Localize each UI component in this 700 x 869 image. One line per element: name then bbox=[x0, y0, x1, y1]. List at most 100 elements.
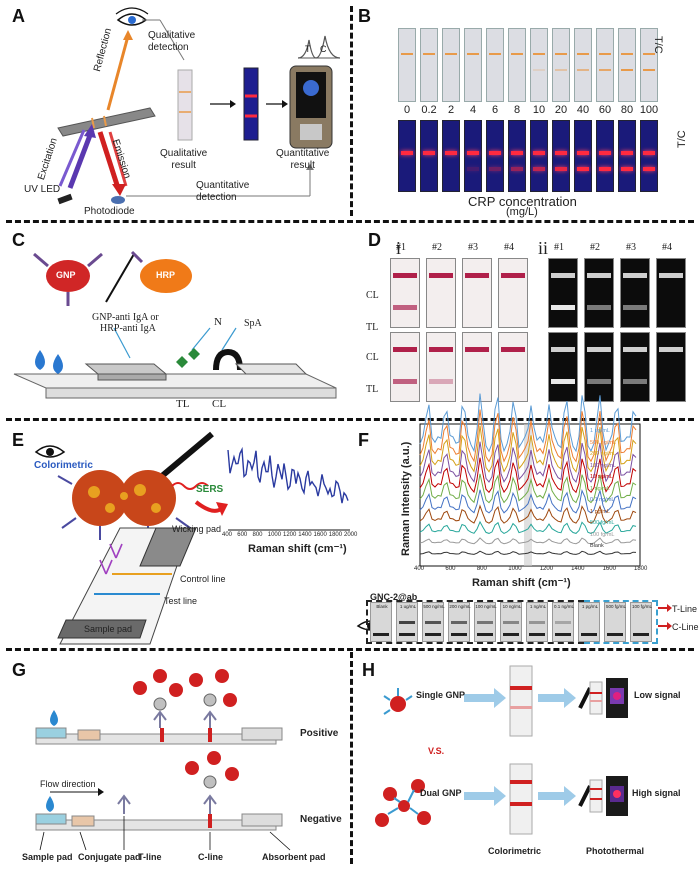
b-control-line bbox=[599, 53, 611, 55]
f-strip-label: 1 ng/mL bbox=[529, 604, 547, 609]
f-xtick: 1600 bbox=[602, 566, 616, 572]
e-xtick: 1600 bbox=[313, 532, 327, 538]
f-series-line bbox=[419, 550, 637, 555]
f-strip-label: 1 pg/mL bbox=[581, 604, 599, 609]
panel-label-c: C bbox=[12, 230, 25, 250]
f-xtick: 1800 bbox=[634, 566, 648, 572]
d-control-line bbox=[465, 347, 489, 352]
panel-d-strips-i: #1#2#3#4 bbox=[390, 240, 535, 410]
f-strip: Blank bbox=[370, 602, 392, 642]
b-control-line bbox=[445, 53, 457, 55]
f-legend-entry: 500 fg/mL bbox=[590, 520, 615, 526]
d-control-line bbox=[659, 347, 683, 352]
f-series-line bbox=[419, 393, 637, 453]
b-blue-strip bbox=[508, 120, 526, 192]
b-control-line bbox=[621, 53, 633, 55]
b-test-line bbox=[643, 69, 655, 71]
b-blue-strip bbox=[530, 120, 548, 192]
f-c-line bbox=[451, 633, 467, 636]
f-series-line bbox=[419, 488, 637, 514]
b-blue-strip bbox=[464, 120, 482, 192]
d-dark-strip bbox=[584, 332, 614, 402]
divider-col-1 bbox=[350, 6, 353, 216]
b-red-test-line bbox=[467, 167, 479, 171]
vs-label: V.S. bbox=[428, 746, 445, 756]
positive-label: Positive bbox=[300, 728, 339, 739]
qualitative-result-label: Qualitative result bbox=[160, 148, 208, 171]
b-blue-strip bbox=[442, 120, 460, 192]
f-legend-entry: 10 ng/mL bbox=[590, 474, 613, 480]
f-series-line bbox=[419, 537, 637, 545]
f-t-line bbox=[503, 621, 519, 624]
f-legend-entry: 500 ng/mL bbox=[590, 439, 616, 446]
d-control-line bbox=[623, 347, 647, 352]
b-white-strip bbox=[618, 28, 636, 102]
d-test-line bbox=[587, 379, 611, 384]
quantitative-detection-label: Quantitative detection bbox=[196, 180, 250, 203]
d-strip-id: #4 bbox=[504, 242, 514, 253]
f-xtick: 400 bbox=[414, 566, 425, 572]
f-series-line bbox=[419, 520, 637, 534]
wicking-pad-label: Wicking pad bbox=[172, 524, 222, 534]
negative-label: Negative bbox=[300, 814, 342, 825]
d-strip-id: #3 bbox=[468, 242, 478, 253]
d-test-line bbox=[551, 379, 575, 384]
e-xtick: 2000 bbox=[344, 532, 358, 538]
b-red-line bbox=[445, 151, 457, 155]
e-xtick: 600 bbox=[237, 532, 248, 538]
f-xtick: 800 bbox=[476, 566, 487, 572]
b-blue-strip bbox=[398, 120, 416, 192]
f-strip-label: 500 ng/mL bbox=[423, 604, 445, 609]
f-c-line bbox=[529, 633, 545, 636]
gnp-label: GNP bbox=[56, 270, 76, 280]
f-strip-label: 0.1 ng/mL bbox=[553, 604, 574, 609]
sample-pad-label-g: Sample pad bbox=[22, 852, 73, 862]
b-control-line bbox=[577, 53, 589, 55]
b-conc-label: 80 bbox=[620, 104, 634, 116]
d-dark-strip bbox=[656, 332, 686, 402]
f-c-line bbox=[607, 633, 623, 636]
d-control-line bbox=[659, 273, 683, 278]
e-spectrum-line bbox=[227, 446, 349, 504]
roman-ii: ii bbox=[538, 238, 549, 258]
f-xtick: 600 bbox=[445, 566, 456, 572]
d-dark-strip bbox=[656, 258, 686, 328]
b-conc-label: 40 bbox=[576, 104, 590, 116]
panel-e-diagram bbox=[34, 431, 228, 645]
d-test-line bbox=[429, 379, 453, 384]
panel-b-blue-strips bbox=[398, 120, 658, 192]
test-line-label: Test line bbox=[164, 596, 198, 606]
b-test-line bbox=[599, 69, 611, 71]
b-control-line bbox=[489, 53, 501, 55]
b-red-line bbox=[423, 151, 435, 155]
panel-h-diagram bbox=[375, 665, 628, 835]
d-test-line bbox=[623, 379, 647, 384]
b-test-line bbox=[577, 69, 589, 71]
d-control-line bbox=[393, 273, 417, 278]
f-xlabel: Raman shift (cm⁻¹) bbox=[472, 577, 571, 589]
b-red-line bbox=[467, 151, 479, 155]
d-light-strip bbox=[462, 258, 492, 328]
colorimetric-label-h: Colorimetric bbox=[488, 846, 542, 856]
b-white-strip bbox=[640, 28, 658, 102]
e-xtick: 1000 bbox=[267, 532, 282, 538]
b-red-test-line bbox=[511, 167, 523, 171]
f-legend-entry: 200 ng/mL bbox=[590, 451, 616, 457]
divider-col-2 bbox=[350, 652, 353, 864]
b-conc-label: 20 bbox=[554, 104, 568, 116]
panel-c-diagram bbox=[13, 250, 337, 399]
conjugate-pad-label: Conjugate pad bbox=[78, 852, 141, 862]
sers-label: SERS bbox=[196, 484, 224, 495]
tc-label-bottom: T/C bbox=[676, 130, 688, 148]
roman-i: i bbox=[396, 238, 402, 258]
b-white-strip bbox=[420, 28, 438, 102]
f-c-line bbox=[373, 633, 389, 636]
d-dark-strip bbox=[584, 258, 614, 328]
uv-led-label: UV LED bbox=[24, 184, 61, 195]
dual-gnp-label: Dual GNP bbox=[420, 788, 462, 798]
b-test-line bbox=[533, 69, 545, 71]
b-control-line bbox=[401, 53, 413, 55]
